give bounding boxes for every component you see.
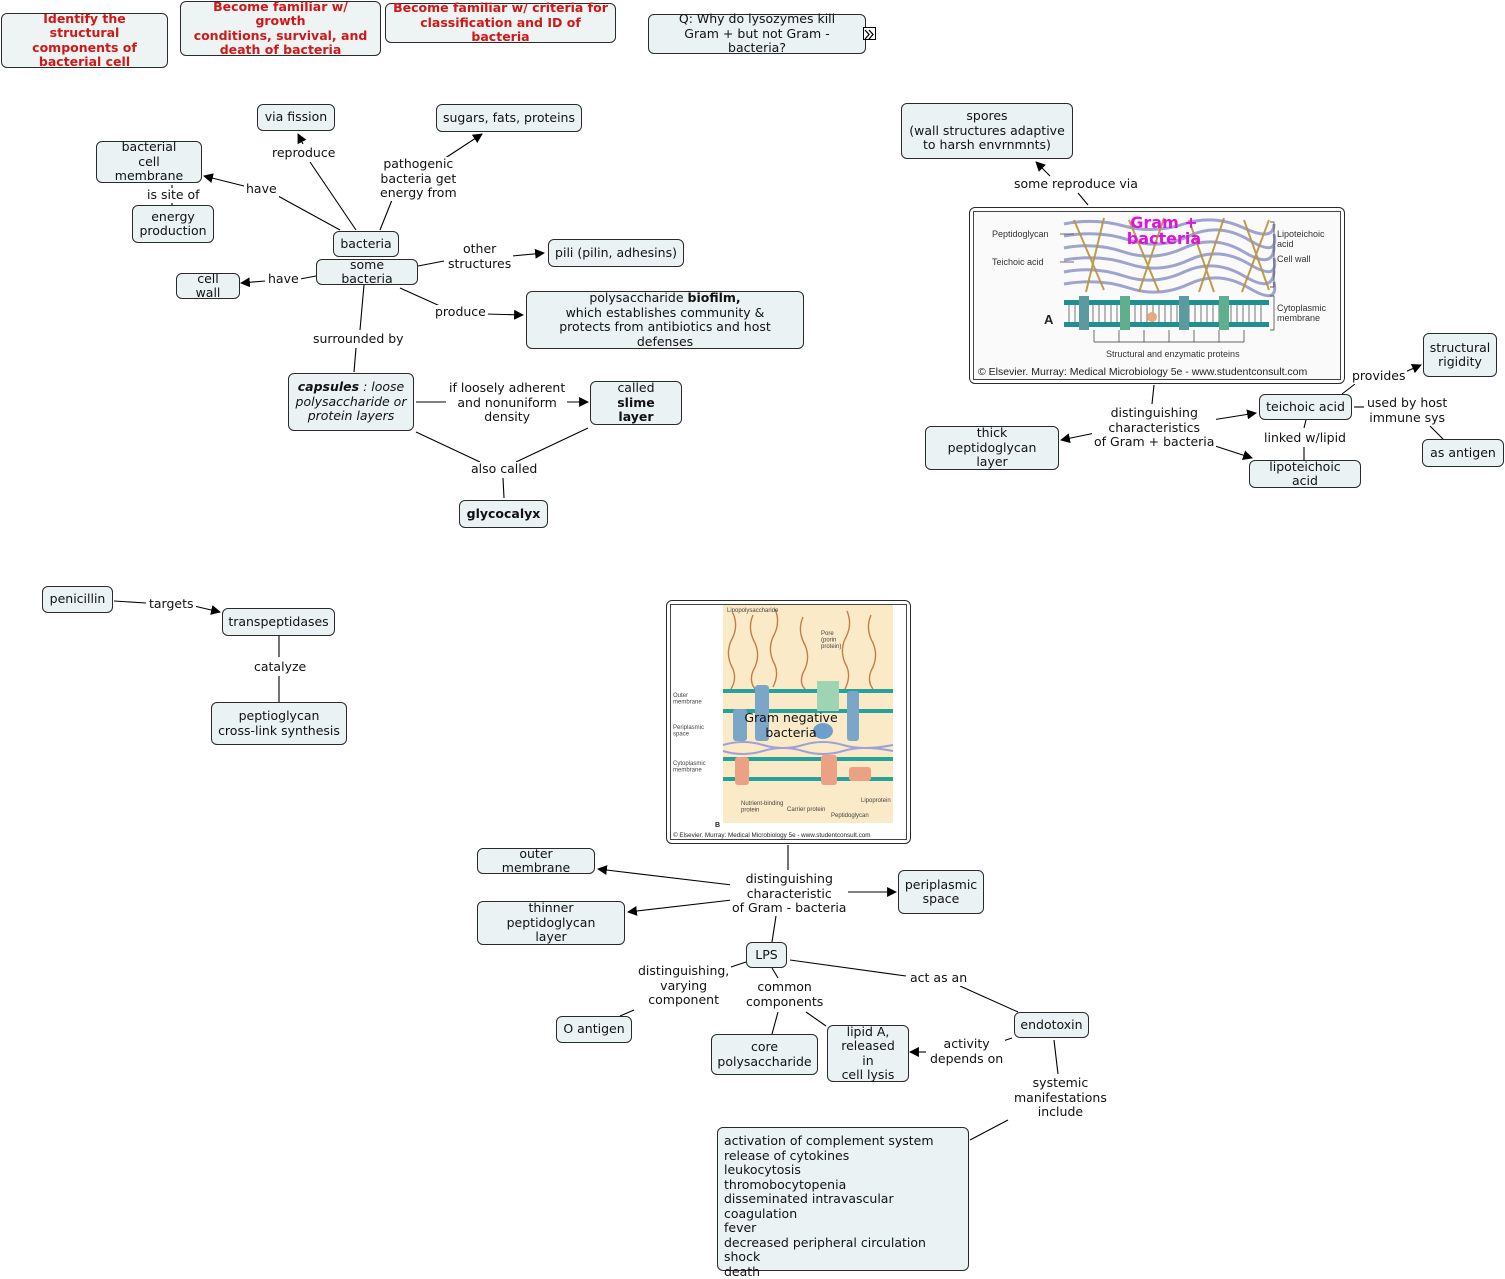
- label-distinguishing-gram-pos: distinguishing characteristics of Gram +…: [1092, 405, 1217, 450]
- label-targets: targets: [147, 596, 196, 612]
- structural-rigidity-node[interactable]: structural rigidity: [1423, 333, 1497, 377]
- expand-icon[interactable]: [863, 27, 876, 40]
- cell-wall-node[interactable]: cell wall: [176, 271, 240, 300]
- gp-label-proteins: Structural and enzymatic proteins: [1106, 349, 1240, 359]
- label-surrounded-by: surrounded by: [311, 331, 406, 347]
- as-antigen-node[interactable]: as antigen: [1422, 439, 1504, 467]
- bacteria-node[interactable]: bacteria: [333, 231, 399, 257]
- via-fission-node[interactable]: via fission: [257, 104, 335, 131]
- systemic-manifestations-list[interactable]: activation of complement system release …: [717, 1127, 969, 1278]
- core-polysaccharide-node[interactable]: core polysaccharide: [711, 1034, 818, 1075]
- label-provides: provides: [1350, 368, 1408, 384]
- label-systemic-manifestations: systemic manifestations include: [1012, 1075, 1109, 1120]
- gram-positive-image: Peptidoglycan Teichoic acid Lipoteichoic…: [973, 211, 1341, 380]
- gn-label-peptidoglycan: Peptidoglycan: [831, 813, 869, 819]
- label-loosely-adherent: if loosely adherent and nonuniform densi…: [447, 380, 568, 425]
- energy-production-node[interactable]: energy production: [132, 205, 214, 243]
- sugars-fats-proteins-node[interactable]: sugars, fats, proteins: [436, 104, 582, 132]
- objective-classification[interactable]: Become familiar w/ criteria for classifi…: [385, 1, 616, 44]
- label-linked-lipid: linked w/lipid: [1262, 430, 1348, 446]
- glycocalyx-node[interactable]: glycocalyx: [459, 500, 548, 528]
- gp-label-peptidoglycan: Peptidoglycan: [992, 229, 1049, 239]
- label-used-by-host: used by host immune sys: [1365, 395, 1450, 425]
- gn-label-lps: Lipopolysaccharide: [727, 608, 779, 614]
- label-is-site-of: is site of: [145, 187, 202, 203]
- gram-positive-illustration: Peptidoglycan Teichoic acid Lipoteichoic…: [974, 212, 1340, 379]
- outer-membrane-node[interactable]: outer membrane: [477, 846, 595, 875]
- lipoteichoic-acid-node[interactable]: lipoteichoic acid: [1249, 459, 1361, 488]
- transpeptidases-node[interactable]: transpeptidases: [222, 608, 335, 636]
- label-have-wall: have: [266, 271, 301, 287]
- gp-credit: © Elsevier. Murray: Medical Microbiology…: [978, 366, 1308, 378]
- label-other-structures: other structures: [446, 241, 514, 271]
- teichoic-acid-node[interactable]: teichoic acid: [1259, 394, 1352, 420]
- pili-node[interactable]: pili (pilin, adhesins): [548, 239, 684, 267]
- thinner-peptidoglycan-node[interactable]: thinner peptidoglycan layer: [477, 901, 625, 945]
- objective-structural-components[interactable]: Identify the structural components of ba…: [1, 11, 168, 69]
- gp-label-teichoic: Teichoic acid: [992, 257, 1044, 267]
- o-antigen-node[interactable]: O antigen: [556, 1016, 632, 1043]
- gp-label-cell-wall: Cell wall: [1277, 254, 1311, 264]
- gram-positive-diagram[interactable]: Peptidoglycan Teichoic acid Lipoteichoic…: [969, 207, 1345, 384]
- periplasmic-space-node[interactable]: periplasmic space: [898, 870, 984, 914]
- peptidoglycan-synthesis-node[interactable]: peptioglycan cross-link synthesis: [211, 702, 347, 745]
- label-act-as-an: act as an: [908, 970, 970, 986]
- label-common-components: common components: [744, 979, 826, 1009]
- gn-label-lipoprotein: Lipoprotein: [861, 798, 891, 804]
- gn-letter: B: [715, 822, 720, 829]
- thick-peptidoglycan-node[interactable]: thick peptidoglycan layer: [925, 426, 1059, 470]
- gn-credit: © Elsevier. Murray: Medical Microbiology…: [673, 831, 870, 839]
- label-some-reproduce-via: some reproduce via: [1012, 176, 1140, 192]
- label-distinguishing-varying: distinguishing, varying component: [636, 963, 732, 1008]
- spores-node[interactable]: spores (wall structures adaptive to hars…: [901, 103, 1073, 159]
- capsules-node[interactable]: capsules : loose polysaccharide or prote…: [288, 373, 414, 431]
- question-lysozymes[interactable]: Q: Why do lysozymes kill Gram + but not …: [648, 12, 866, 55]
- label-produce: produce: [433, 304, 488, 320]
- label-also-called: also called: [469, 461, 540, 477]
- some-bacteria-node[interactable]: some bacteria: [316, 257, 418, 286]
- label-reproduce: reproduce: [270, 145, 338, 161]
- biofilm-node[interactable]: polysaccharide biofilm,which establishes…: [526, 290, 804, 349]
- bacterial-cell-membrane-node[interactable]: bacterial cell membrane: [96, 140, 202, 183]
- gp-letter: A: [1044, 312, 1054, 327]
- biofilm-description: which establishes community & protects f…: [559, 304, 771, 349]
- label-catalyze: catalyze: [252, 659, 309, 675]
- biofilm-term: biofilm,: [687, 290, 741, 305]
- gram-positive-title: Gram + bacteria: [1126, 213, 1202, 248]
- biofilm-text: polysaccharide: [589, 290, 688, 305]
- endotoxin-node[interactable]: endotoxin: [1014, 1012, 1089, 1038]
- gram-negative-title: Gram negative bacteria: [744, 710, 838, 740]
- label-pathogenic-energy: pathogenic bacteria get energy from: [378, 156, 459, 201]
- label-activity-depends-on: activity depends on: [928, 1036, 1006, 1066]
- slime-layer-term: layer: [618, 409, 654, 425]
- lps-node[interactable]: LPS: [746, 942, 787, 968]
- label-have-membrane: have: [244, 181, 279, 197]
- penicillin-node[interactable]: penicillin: [42, 586, 113, 613]
- objective-growth-conditions[interactable]: Become familiar w/ growth conditions, su…: [180, 0, 381, 57]
- slime-prefix: called: [617, 380, 655, 396]
- capsules-description: : loose polysaccharide or protein layers: [295, 379, 407, 424]
- lipid-a-node[interactable]: lipid A, released in cell lysis: [827, 1024, 909, 1082]
- slime-term: slime: [617, 394, 655, 410]
- gn-label-carrier: Carrier protein: [787, 807, 825, 813]
- label-distinguishing-gram-neg: distinguishing characteristic of Gram - …: [730, 871, 849, 916]
- capsules-term: capsules: [297, 379, 360, 395]
